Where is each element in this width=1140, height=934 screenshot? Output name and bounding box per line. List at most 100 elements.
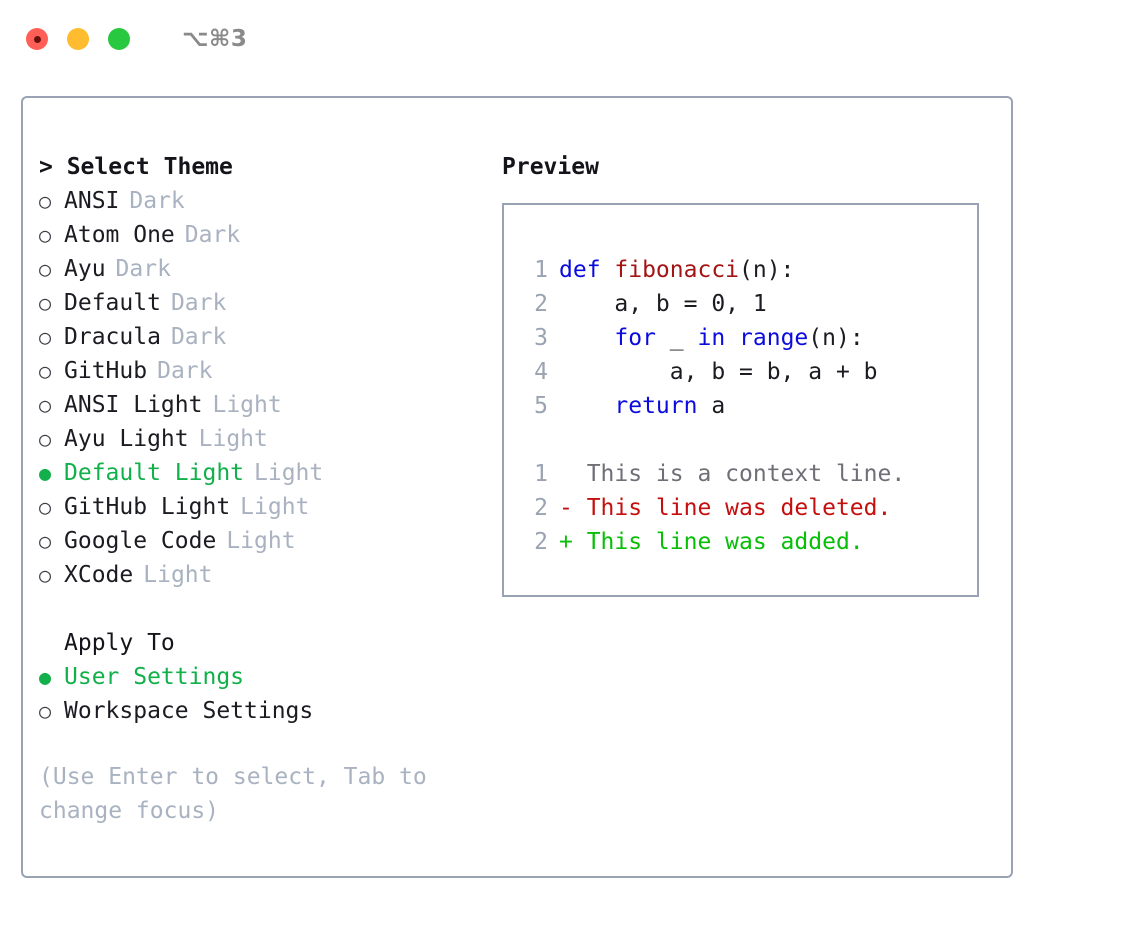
line-number: 5	[534, 393, 548, 419]
theme-name: Default	[64, 290, 161, 316]
radio-unselected-icon: ○	[39, 393, 52, 417]
code-text: a, b = 0, 1	[559, 287, 767, 321]
code-line: 2 a, b = 0, 1	[504, 287, 977, 321]
theme-name: Default Light	[64, 460, 245, 486]
theme-kind-label: Dark	[115, 256, 171, 282]
theme-name: Ayu Light	[64, 426, 189, 452]
apply-to-heading: Apply To	[64, 630, 175, 656]
code-token: def	[559, 257, 615, 283]
line-number: 3	[534, 325, 548, 351]
theme-kind-label: Dark	[170, 290, 227, 316]
line-number: 1	[534, 257, 548, 283]
code-text: return a	[559, 389, 725, 423]
theme-name: ANSI Light	[64, 392, 203, 418]
theme-kind-label: Dark	[170, 324, 227, 350]
minimize-button-icon[interactable]	[67, 28, 89, 50]
theme-kind-label: Dark	[129, 188, 185, 214]
theme-kind-label: Light	[226, 528, 296, 554]
diff-sample: 1 This is a context line. 2 - This line wa…	[504, 457, 977, 559]
theme-name: GitHub	[64, 358, 148, 384]
theme-name: GitHub Light	[64, 494, 231, 520]
code-token: (n):	[808, 325, 864, 351]
select-theme-heading: > Select Theme	[39, 154, 233, 180]
theme-option-google-code[interactable]: ○ Google Code Light	[39, 524, 479, 558]
theme-option-ansi-light[interactable]: ○ ANSI Light Light	[39, 388, 479, 422]
line-number: 2	[534, 291, 548, 317]
code-token: a, b = b, a + b	[559, 359, 878, 385]
code-line: 1 def fibonacci(n):	[504, 253, 977, 287]
code-token: return	[614, 393, 698, 419]
apply-to-label: User Settings	[64, 664, 245, 690]
radio-unselected-icon: ○	[39, 529, 52, 553]
theme-name: Ayu	[64, 256, 106, 282]
apply-to-label: Workspace Settings	[64, 698, 314, 724]
diff-line: 1 This is a context line.	[504, 457, 977, 491]
theme-option-dracula[interactable]: ○ Dracula Dark	[39, 320, 479, 354]
code-text: a, b = b, a + b	[559, 355, 878, 389]
radio-unselected-icon: ○	[39, 699, 52, 723]
code-line: 5 return a	[504, 389, 977, 423]
code-line: 3 for _ in range(n):	[504, 321, 977, 355]
theme-kind-label: Light	[212, 392, 282, 418]
theme-name: Google Code	[64, 528, 217, 554]
radio-unselected-icon: ○	[39, 359, 52, 383]
theme-name: Atom One	[64, 222, 175, 248]
line-number: 2	[534, 529, 548, 555]
code-token: a	[697, 393, 726, 419]
apply-to-list: ●User Settings ○ Workspace Settings	[39, 660, 479, 728]
code-line: 4 a, b = b, a + b	[504, 355, 977, 389]
keyboard-hint: (Use Enter to select, Tab to change focu…	[39, 764, 441, 824]
title-bar: ⌥⌘3	[0, 0, 1140, 78]
apply-to-option-workspace-settings[interactable]: ○ Workspace Settings	[39, 694, 479, 728]
diff-text: - This line was deleted.	[559, 495, 892, 521]
theme-name: Dracula	[64, 324, 161, 350]
theme-option-default-light[interactable]: ● Default Light Light	[39, 456, 479, 490]
theme-option-ayu-light[interactable]: ○ Ayu Light Light	[39, 422, 479, 456]
code-text: for _ in range(n):	[559, 321, 864, 355]
preview-heading: Preview	[502, 154, 599, 180]
radio-unselected-icon: ○	[39, 291, 52, 315]
theme-kind-label: Light	[198, 426, 268, 452]
theme-option-github[interactable]: ○ GitHub Dark	[39, 354, 479, 388]
diff-text: This is a context line.	[559, 461, 906, 487]
theme-kind-label: Dark	[157, 358, 213, 384]
maximize-button-icon[interactable]	[108, 28, 130, 50]
diff-line: 2 + This line was added.	[504, 525, 977, 559]
theme-kind-label: Light	[143, 562, 213, 588]
close-button-icon[interactable]	[26, 28, 48, 50]
code-text: def fibonacci(n):	[559, 253, 794, 287]
radio-unselected-icon: ○	[39, 223, 52, 247]
code-token: for	[614, 325, 656, 351]
theme-option-default[interactable]: ○ Default Dark	[39, 286, 479, 320]
radio-unselected-icon: ○	[39, 427, 52, 451]
code-token	[559, 393, 614, 419]
apply-to-option-user-settings[interactable]: ●User Settings	[39, 660, 479, 694]
theme-kind-label: Light	[240, 494, 310, 520]
radio-unselected-icon: ○	[39, 325, 52, 349]
line-number: 1	[534, 461, 548, 487]
code-token: a, b = 0, 1	[559, 291, 767, 317]
diff-line: 2 - This line was deleted.	[504, 491, 977, 525]
radio-selected-icon: ●	[39, 461, 52, 485]
theme-kind-label: Light	[254, 460, 324, 486]
diff-text: + This line was added.	[559, 529, 864, 555]
code-token: in	[697, 325, 726, 351]
radio-unselected-icon: ○	[39, 563, 52, 587]
code-token	[725, 325, 739, 351]
theme-name: ANSI	[64, 188, 120, 214]
code-token: range	[739, 325, 809, 351]
code-token: _	[655, 325, 698, 351]
code-token: fibonacci	[614, 257, 740, 283]
line-number: 2	[534, 495, 548, 521]
